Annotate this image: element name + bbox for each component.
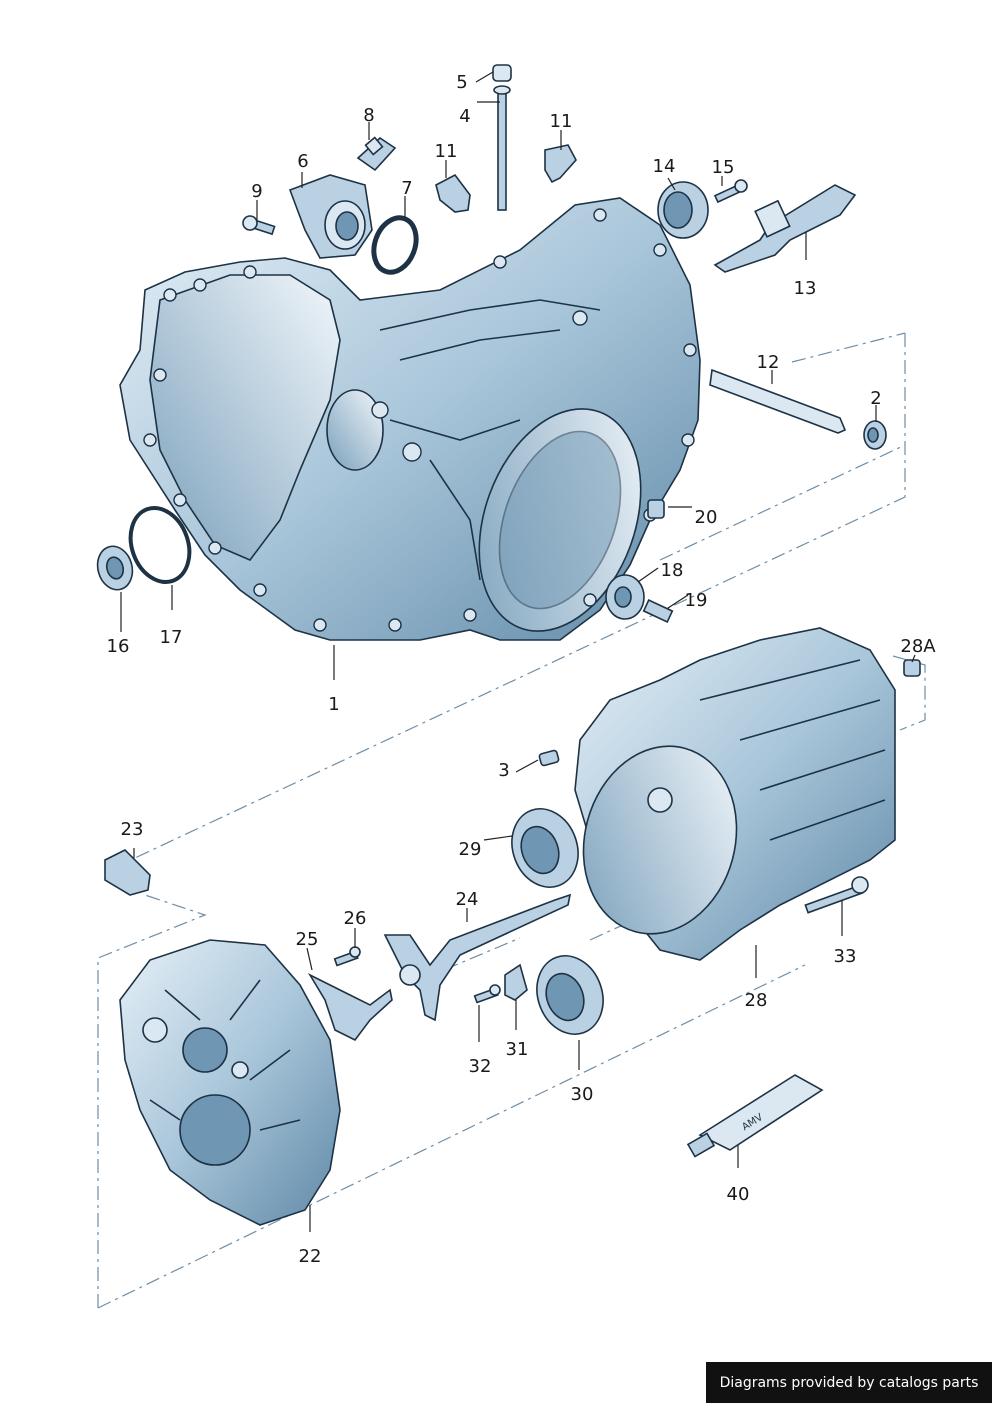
part-26-bolt [333, 946, 361, 967]
rear-housing-part-28 [574, 627, 896, 961]
part-14-bearing [657, 181, 709, 239]
part-17-gasket [128, 506, 192, 584]
part-4-rod [493, 85, 511, 211]
callout-8: 8 [363, 105, 374, 126]
callout-2: 2 [870, 388, 881, 409]
main-housing-part-1 [119, 197, 701, 641]
part-40-sealant-tube: AMV [686, 1074, 824, 1158]
callout-28: 28 [745, 990, 768, 1011]
part-20-sleeve [647, 499, 665, 519]
part-15-bolt [713, 179, 748, 204]
part-5-plug [492, 64, 512, 82]
part-2-seal [863, 420, 887, 450]
part-33-bolt [804, 876, 869, 914]
callout-11-left: 11 [435, 141, 458, 162]
callout-11-right: 11 [550, 111, 573, 132]
part-13-selector [713, 184, 857, 273]
callout-20: 20 [695, 507, 718, 528]
callout-16: 16 [107, 636, 130, 657]
callout-5: 5 [456, 72, 467, 93]
part-29-bearing [511, 808, 579, 888]
part-25-plate [307, 973, 393, 1042]
callout-17: 17 [160, 627, 183, 648]
credit-banner: Diagrams provided by catalogs parts [706, 1362, 992, 1403]
part-30-bearing [536, 955, 604, 1035]
callout-labels: 1 2 3 4 5 6 7 8 9 11 11 12 13 14 15 16 1… [107, 72, 937, 1267]
callout-13: 13 [794, 278, 817, 299]
callout-33: 33 [834, 946, 857, 967]
part-9-bolt [242, 215, 276, 236]
callout-3: 3 [498, 760, 509, 781]
callout-12: 12 [757, 352, 780, 373]
callout-9: 9 [251, 181, 262, 202]
callout-1: 1 [328, 694, 339, 715]
part-3-pin [538, 749, 560, 767]
callout-15: 15 [712, 157, 735, 178]
callout-28A: 28A [900, 636, 936, 657]
part-8-sensor [356, 136, 397, 172]
callout-26: 26 [344, 908, 367, 929]
callout-25: 25 [296, 929, 319, 950]
callout-40: 40 [727, 1184, 750, 1205]
part-24-shift-rail [383, 893, 572, 1022]
part-7-oring [371, 215, 419, 275]
part-19-pin [642, 599, 674, 623]
part-23-plug [104, 849, 151, 896]
callout-24: 24 [456, 889, 479, 910]
part-16-seal [96, 545, 134, 591]
callout-7: 7 [401, 178, 412, 199]
end-cover-part-22 [119, 939, 341, 1226]
part-31-clip [504, 963, 528, 1001]
part-32-bolt [473, 984, 501, 1004]
part-6-bracket [288, 174, 373, 259]
callout-6: 6 [297, 151, 308, 172]
part-18-bearing [605, 574, 645, 620]
callout-31: 31 [506, 1039, 529, 1060]
callout-4: 4 [459, 106, 470, 127]
callout-19: 19 [685, 590, 708, 611]
part-28A-sleeve [903, 659, 921, 677]
part-11a-plug [435, 173, 471, 213]
callout-30: 30 [571, 1084, 594, 1105]
callout-14: 14 [653, 156, 676, 177]
part-12-shaft [709, 368, 847, 434]
part-11b-plug [544, 144, 577, 184]
housing-bolt-holes [143, 208, 697, 632]
callout-23: 23 [121, 819, 144, 840]
callout-32: 32 [469, 1056, 492, 1077]
leader-lines [120, 71, 916, 1232]
callout-29: 29 [459, 839, 482, 860]
callout-22: 22 [299, 1246, 322, 1267]
callout-18: 18 [661, 560, 684, 581]
